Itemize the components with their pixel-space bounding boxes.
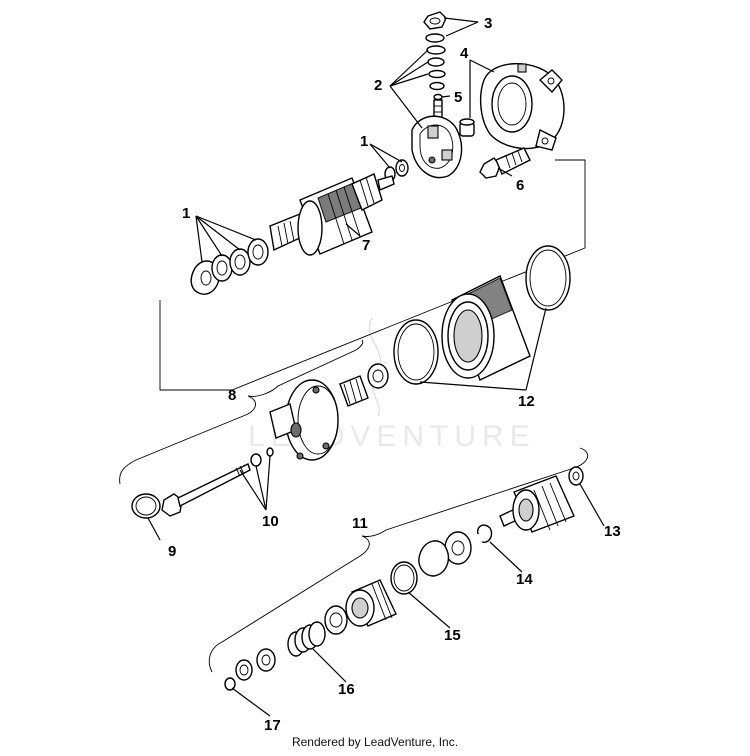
needle-bearing — [339, 375, 369, 407]
callout-7: 7 — [362, 237, 370, 254]
callout-17: 17 — [264, 717, 281, 734]
group-11-bracket — [208, 447, 589, 673]
large-o-ring-left — [393, 319, 439, 385]
lock-washer — [425, 33, 445, 43]
callout-16: 16 — [338, 681, 355, 698]
snap-ring — [476, 524, 493, 543]
drive-end-housing — [269, 379, 339, 461]
callout-10: 10 — [262, 513, 279, 530]
group-8-bracket — [119, 339, 364, 485]
housing-bolt — [479, 147, 531, 179]
callout-14: 14 — [516, 571, 533, 588]
callout-1-upper: 1 — [360, 133, 368, 150]
clutch-ring — [390, 561, 418, 595]
return-spring — [287, 621, 326, 657]
brush-plate — [411, 115, 463, 179]
spacer-collar — [324, 605, 348, 635]
callout-11: 11 — [352, 515, 368, 532]
nut — [423, 11, 447, 30]
callout-8: 8 — [228, 387, 236, 404]
nut-stack — [423, 11, 447, 101]
armature — [269, 173, 395, 256]
seal-ring — [367, 363, 389, 389]
callout-13: 13 — [604, 523, 621, 540]
callout-1-left: 1 — [182, 205, 190, 222]
armature-group-boundary — [159, 159, 586, 391]
callout-9: 9 — [168, 543, 176, 560]
clutch-washers — [418, 531, 472, 577]
callout-15: 15 — [444, 627, 461, 644]
callout-6: 6 — [516, 177, 524, 194]
leader-lines — [147, 17, 605, 717]
large-o-ring-right — [525, 245, 571, 311]
callout-12: 12 — [518, 393, 535, 410]
pinion-gear-shaft — [499, 475, 575, 533]
callout-5: 5 — [454, 89, 462, 106]
field-frame-housing — [393, 245, 571, 385]
callout-3: 3 — [484, 15, 492, 32]
footer-credit: Rendered by LeadVenture, Inc. — [291, 735, 459, 749]
armature-front-washers — [190, 238, 269, 295]
through-bolt — [161, 463, 251, 517]
callout-4: 4 — [460, 45, 469, 62]
bushing — [459, 118, 475, 137]
end-housing — [479, 63, 565, 151]
spring-retainers — [224, 648, 276, 691]
overrunning-clutch — [345, 579, 397, 627]
callout-2: 2 — [374, 77, 382, 94]
thrust-washer — [568, 466, 584, 486]
